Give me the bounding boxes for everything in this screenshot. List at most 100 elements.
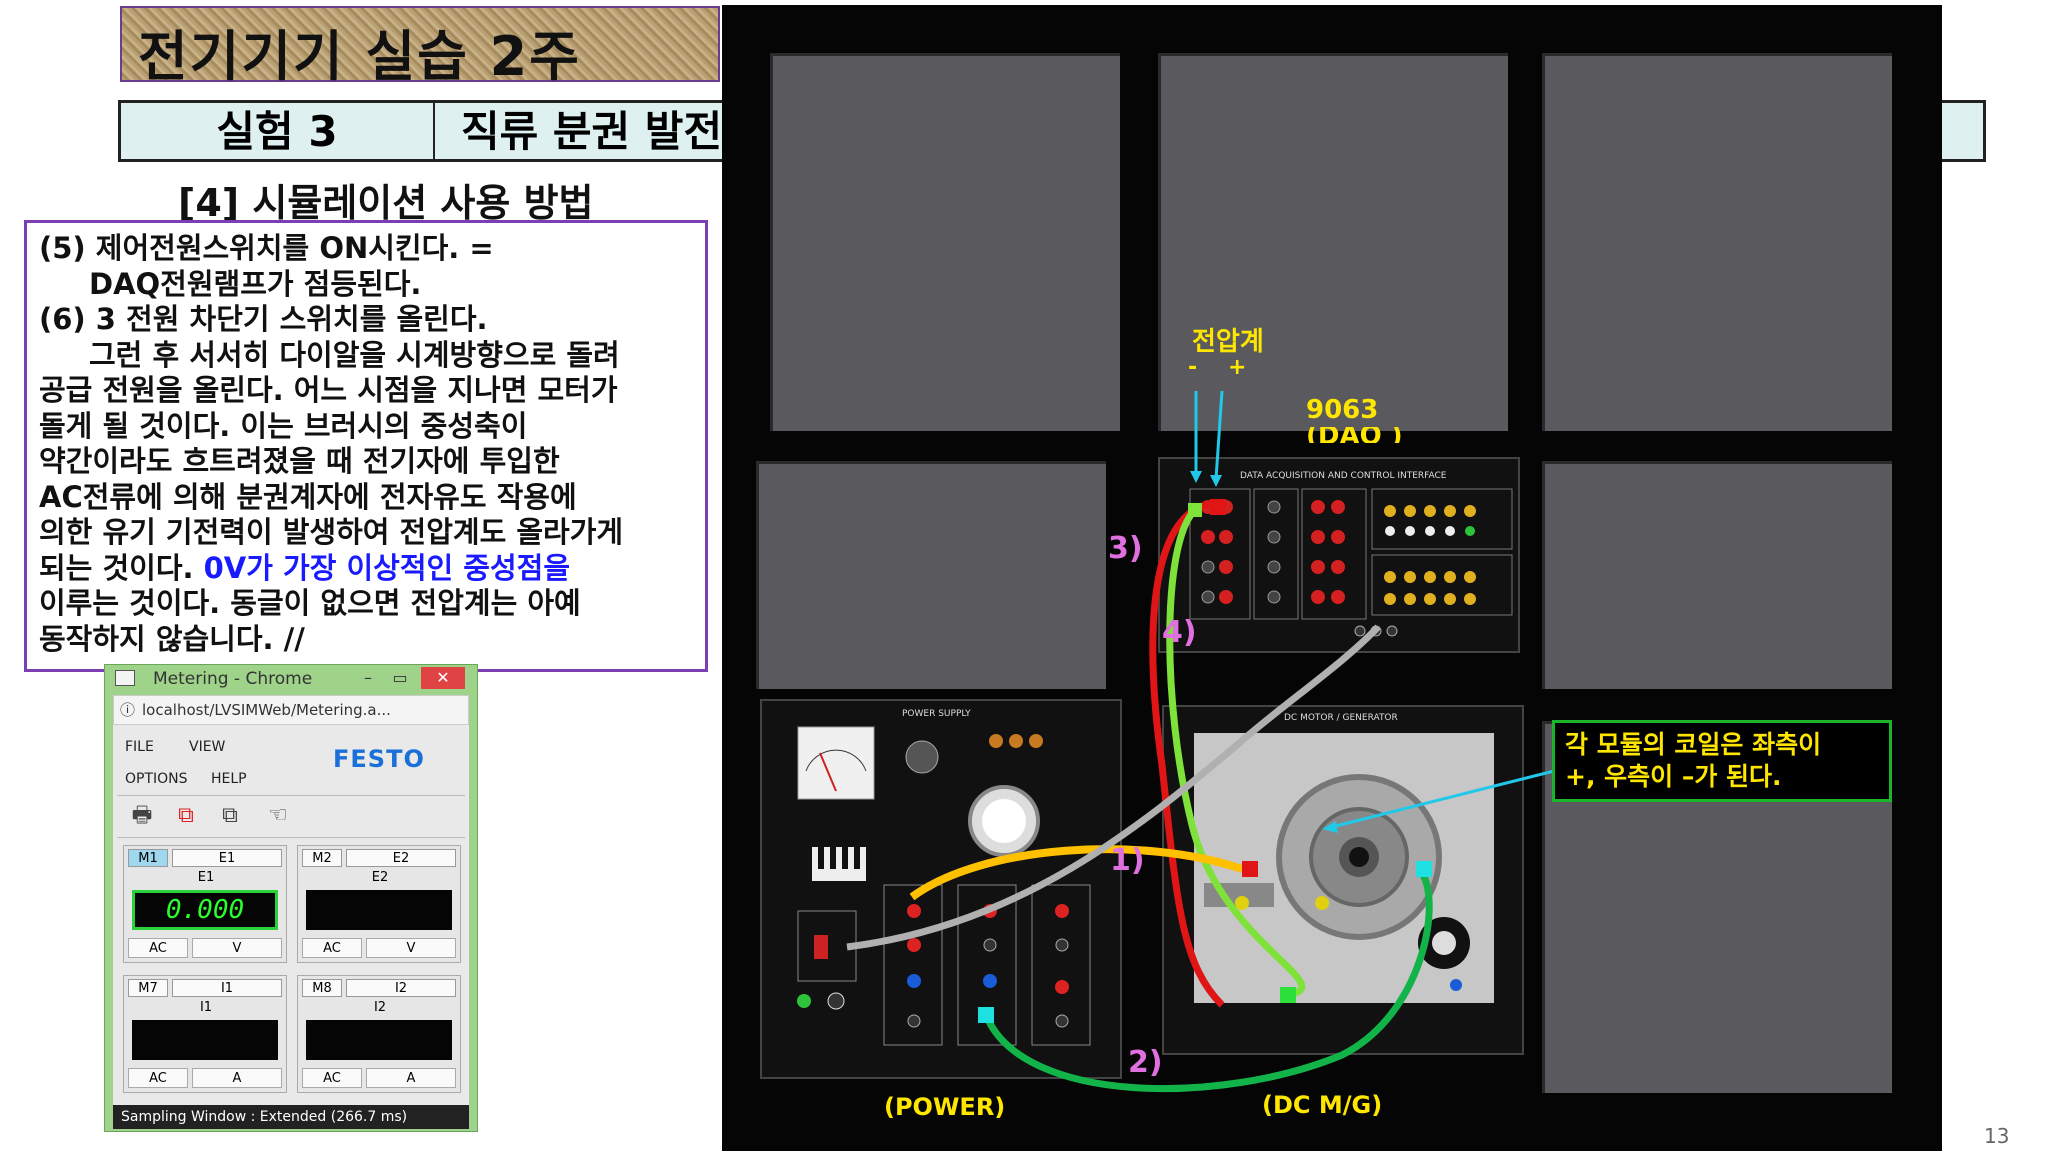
copy-icon[interactable]: ⧉ [222, 803, 238, 828]
daq-label: (DAQ ) [1306, 427, 1403, 443]
instruction-line: DAQ전원램프가 점등된다. [89, 266, 422, 301]
meter-unit[interactable]: A [192, 1068, 282, 1088]
festo-logo: FESTO [333, 745, 425, 773]
hand-icon[interactable]: ☜ [268, 803, 288, 828]
equipment-rack: DATA ACQUISITION AND CONTROL INTERFACE [722, 5, 1942, 1151]
maximize-button[interactable]: ▭ [392, 668, 408, 687]
meter-display [306, 1020, 452, 1060]
instruction-line: 공급 전원을 올린다. 어느 시점을 지나면 모터가 [39, 373, 618, 407]
meter-mode[interactable]: AC [128, 1068, 188, 1088]
meter-value: 0.000 [165, 895, 245, 925]
print-icon[interactable]: 🖶 [131, 803, 153, 828]
status-bar: Sampling Window : Extended (266.7 ms) [113, 1105, 469, 1129]
meter-name: I1 [199, 1000, 213, 1015]
rack-slot [756, 461, 1106, 689]
wire-label-4: 4) [1162, 615, 1197, 650]
record-icon[interactable]: ⧉ [178, 803, 194, 828]
rack-slot [1542, 461, 1892, 689]
window-title: Metering - Chrome [153, 669, 313, 689]
meter-unit[interactable]: A [366, 1068, 456, 1088]
meter-mode[interactable]: AC [128, 938, 188, 958]
instruction-line: 이루는 것이다. 동글이 없으면 전압계는 아예 [39, 586, 581, 620]
meter-tab[interactable]: M1 [128, 849, 168, 867]
instruction-line: (6) 3 전원 차단기 스위치를 올린다. [39, 302, 488, 336]
meter-unit[interactable]: V [366, 938, 456, 958]
meter-tab[interactable]: M8 [302, 979, 342, 997]
daq-label-clip: (DAQ ) [1306, 427, 1426, 443]
metering-body: FILE VIEW OPTIONS HELP FESTO 🖶 ⧉ ⧉ ☜ M1 … [113, 725, 469, 1105]
meter-panel-m7: M7 I1 I1 AC A [123, 975, 287, 1093]
daq-model-label: 9063 [1306, 395, 1379, 425]
wire-label-3: 3) [1108, 531, 1143, 566]
menu-file[interactable]: FILE [125, 739, 154, 755]
slide-title: 전기기기 실습 2주 [138, 25, 581, 88]
power-module-label: (POWER) [884, 1093, 1006, 1121]
meter-display [132, 1020, 278, 1060]
slide-title-banner: 전기기기 실습 2주 [120, 6, 720, 88]
meter-unit[interactable]: V [192, 938, 282, 958]
motor-face [1194, 733, 1494, 1003]
meter-name: E2 [371, 870, 389, 885]
motor-module-title: DC MOTOR / GENERATOR [1284, 713, 1398, 723]
dc-motor-generator-module[interactable]: DC MOTOR / GENERATOR [1162, 705, 1524, 1055]
meter-mode[interactable]: AC [302, 1068, 362, 1088]
wire-yellow [909, 845, 1244, 901]
voltmeter-minus-label: - [1188, 355, 1198, 380]
rack-slot [770, 53, 1120, 431]
window-titlebar[interactable]: Metering - Chrome – ▭ ✕ [105, 665, 477, 693]
wire-dark-green [982, 871, 1433, 1093]
dcmg-module-label: (DC M/G) [1262, 1091, 1383, 1119]
instruction-line: 돌게 될 것이다. 이는 브러시의 중성축이 [39, 408, 528, 443]
power-supply-controls [797, 726, 1091, 1046]
note-line: 각 모듈의 코일은 좌측이 [1565, 730, 1822, 759]
meter-name: E1 [197, 870, 215, 885]
meter-panel-m1: M1 E1 E1 0.000 AC V [123, 845, 287, 963]
experiment-number: 실험 3 [121, 103, 435, 159]
meter-channel[interactable]: E2 [346, 849, 456, 867]
meter-panel-m2: M2 E2 E2 AC V [297, 845, 461, 963]
url-text: localhost/LVSIMWeb/Metering.a... [142, 701, 391, 719]
rack-slot [1542, 53, 1892, 431]
info-icon: ⓘ [120, 701, 136, 719]
instruction-line: 되는 것이다. 0V가 가장 이상적인 중성점을 [39, 551, 693, 587]
menu-options[interactable]: OPTIONS [125, 771, 188, 787]
page-number: 13 [1984, 1124, 2010, 1148]
metering-window: Metering - Chrome – ▭ ✕ ⓘ localhost/LVSI… [104, 664, 478, 1132]
window-app-icon [115, 670, 135, 686]
wire-green [1166, 508, 1306, 999]
meter-display [306, 890, 452, 930]
meter-channel[interactable]: I2 [346, 979, 456, 997]
experiment-title: 직류 분권 발전기 [461, 107, 761, 156]
meter-channel[interactable]: E1 [172, 849, 282, 867]
meter-mode[interactable]: AC [302, 938, 362, 958]
wire-label-1: 1) [1110, 843, 1145, 878]
meter-display: 0.000 [132, 890, 278, 930]
power-module-title: POWER SUPPLY [902, 709, 971, 719]
toolbar-divider [117, 837, 465, 838]
instruction-line: 의한 유기 기전력이 발생하여 전압계도 올라가게 [39, 515, 624, 549]
meter-tab[interactable]: M7 [128, 979, 168, 997]
wiring-overlay [846, 390, 1563, 1093]
voltmeter-label: 전압계 [1192, 327, 1264, 357]
instruction-line: 약간이라도 흐트려졌을 때 전기자에 투입한 [39, 444, 560, 478]
meter-tab[interactable]: M2 [302, 849, 342, 867]
menu-view[interactable]: VIEW [189, 739, 226, 755]
instruction-text: 되는 것이다. [39, 550, 204, 585]
daq-module-title: DATA ACQUISITION AND CONTROL INTERFACE [1240, 471, 1447, 481]
instruction-line: 그런 후 서서히 다이알을 시계방향으로 돌려 [89, 337, 620, 372]
daq-module[interactable]: DATA ACQUISITION AND CONTROL INTERFACE [1158, 457, 1520, 653]
motor-drawing [1204, 774, 1470, 991]
rack-slot [1158, 53, 1508, 431]
coil-polarity-note: 각 모듈의 코일은 좌측이 +, 우측이 –가 된다. [1552, 720, 1892, 802]
wire-label-2: 2) [1128, 1045, 1163, 1080]
daq-terminals [1189, 488, 1513, 637]
meter-panel-m8: M8 I2 I2 AC A [297, 975, 461, 1093]
close-button[interactable]: ✕ [421, 667, 465, 689]
minimize-button[interactable]: – [364, 668, 372, 687]
voltmeter-plus-label: + [1228, 355, 1247, 380]
section-title: [4] 시뮬레이션 사용 방법 [178, 181, 594, 225]
meter-channel[interactable]: I1 [172, 979, 282, 997]
menu-help[interactable]: HELP [211, 771, 247, 787]
power-supply-module[interactable]: POWER SUPPLY [760, 699, 1122, 1079]
address-bar[interactable]: ⓘ localhost/LVSIMWeb/Metering.a... [113, 695, 469, 725]
